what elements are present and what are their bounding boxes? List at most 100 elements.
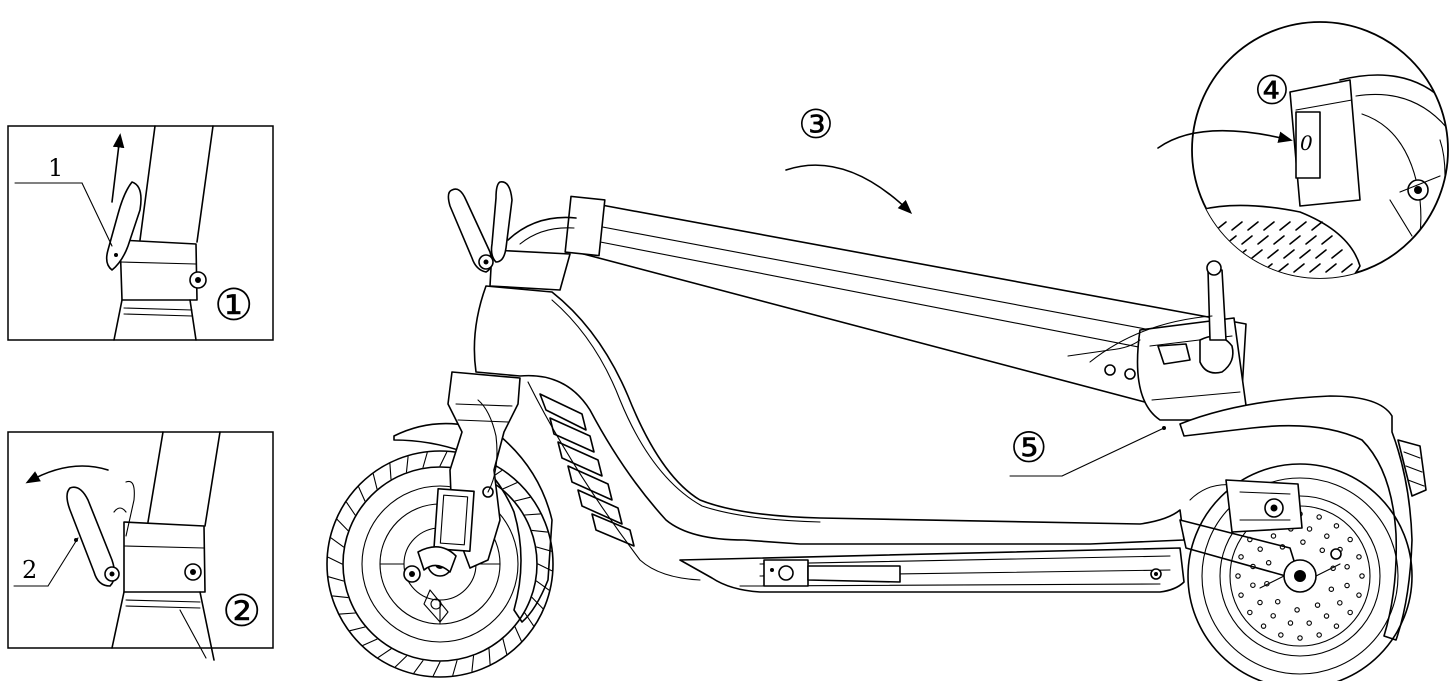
tread-mark [389,463,392,480]
disc-hole [1316,632,1322,638]
disc-hole [1270,613,1276,619]
disc-hole [1323,613,1330,619]
tread-mark [332,595,349,599]
grip-mark [1257,235,1269,245]
disc-hole [1356,554,1362,560]
grip-mark [1341,263,1353,273]
disc-hole [1314,602,1321,608]
tread-mark [349,626,366,632]
disc-hole [1250,563,1256,570]
disc-hole [1278,632,1284,638]
tread-mark [377,648,392,659]
fold-direction-indicator: ③ [785,102,913,215]
rear-wheel [1187,463,1413,681]
tread-mark [336,518,349,532]
grip-mark [1251,249,1263,259]
disc-hole [1297,635,1303,641]
tread-mark [537,563,553,572]
disc-hole [1319,547,1326,554]
disc-hole [1260,623,1267,629]
grip-mark [1241,235,1253,245]
grip-mark [1315,249,1327,259]
panel-step-1: 1 ① [7,125,274,341]
grip-mark [1245,263,1257,273]
disc-hole [1238,592,1244,598]
grip-mark [1231,221,1243,231]
grip-mark [1311,221,1323,231]
disc-hole [1347,609,1353,616]
disc-hole [1257,546,1263,552]
part-callout-1: 1 [48,154,63,182]
step-marker-1: ① [214,280,253,331]
grip-mark [1267,249,1279,259]
tread-mark [452,659,458,676]
tread-mark [514,496,531,502]
disc-hole [1356,592,1362,598]
tread-mark [502,638,508,655]
rear-fold-bracket [1136,317,1249,421]
grip-mark [1293,263,1305,273]
disc-hole [1333,523,1340,529]
grip-mark [1279,221,1291,231]
tread-mark [362,638,378,646]
tread-mark [328,576,345,582]
panel-step-2: 2 ② [7,431,274,661]
disc-hole [1287,620,1294,626]
disc-hole [1344,582,1350,589]
detail-view: 0 ④ [1157,21,1449,279]
disc-hole [1274,598,1281,605]
grip-mark [1331,249,1343,259]
tread-mark [358,486,366,502]
latch-callout: ⑤ [1009,423,1166,477]
grip-mark [1273,235,1285,245]
tread-mark [471,655,475,672]
tread-mark [339,612,356,615]
disc-hole [1300,539,1306,545]
disc-hole [1337,600,1343,606]
grip-mark [1299,249,1311,259]
grip-mark [1289,235,1301,245]
front-wheel [326,450,554,678]
disc-hole [1306,620,1312,626]
grip-mark [1325,263,1337,273]
detail-mark: 0 [1300,131,1313,155]
disc-hole [1235,573,1241,579]
disc-hole [1238,554,1244,560]
tread-mark [432,661,441,677]
tread-mark [372,473,378,490]
side-vents [539,393,635,547]
disc-hole [1359,573,1365,579]
disc-hole [1265,560,1272,566]
disc-hole [1333,623,1340,629]
tread-mark [422,452,428,469]
tread-mark [531,596,544,610]
tread-mark [439,451,448,467]
tread-mark [535,546,552,552]
tread-mark [394,655,408,668]
latch-marker: ⑤ [1010,423,1048,472]
disc-hole [1279,544,1286,550]
tread-mark [330,537,345,548]
tread-mark [535,580,550,591]
tread-mark [345,501,356,516]
disc-hole [1247,536,1253,543]
disc-hole [1247,609,1253,616]
tread-mark [514,626,522,642]
rear-fender [1179,395,1413,641]
disc-hole [1250,582,1256,588]
grip-mark [1305,235,1317,245]
grip-mark [1309,263,1321,273]
tread-mark [524,513,541,516]
disc-hole [1294,607,1300,613]
tread-mark [531,529,548,533]
disc-hole [1324,533,1330,539]
disc-hole [1306,526,1313,532]
disc-hole [1316,514,1322,520]
disc-hole [1328,586,1335,592]
grip-mark [1247,221,1259,231]
detail-marker: ④ [1254,68,1290,114]
disc-hole [1270,533,1277,539]
grip-mark [1263,221,1275,231]
tread-mark [327,556,343,565]
